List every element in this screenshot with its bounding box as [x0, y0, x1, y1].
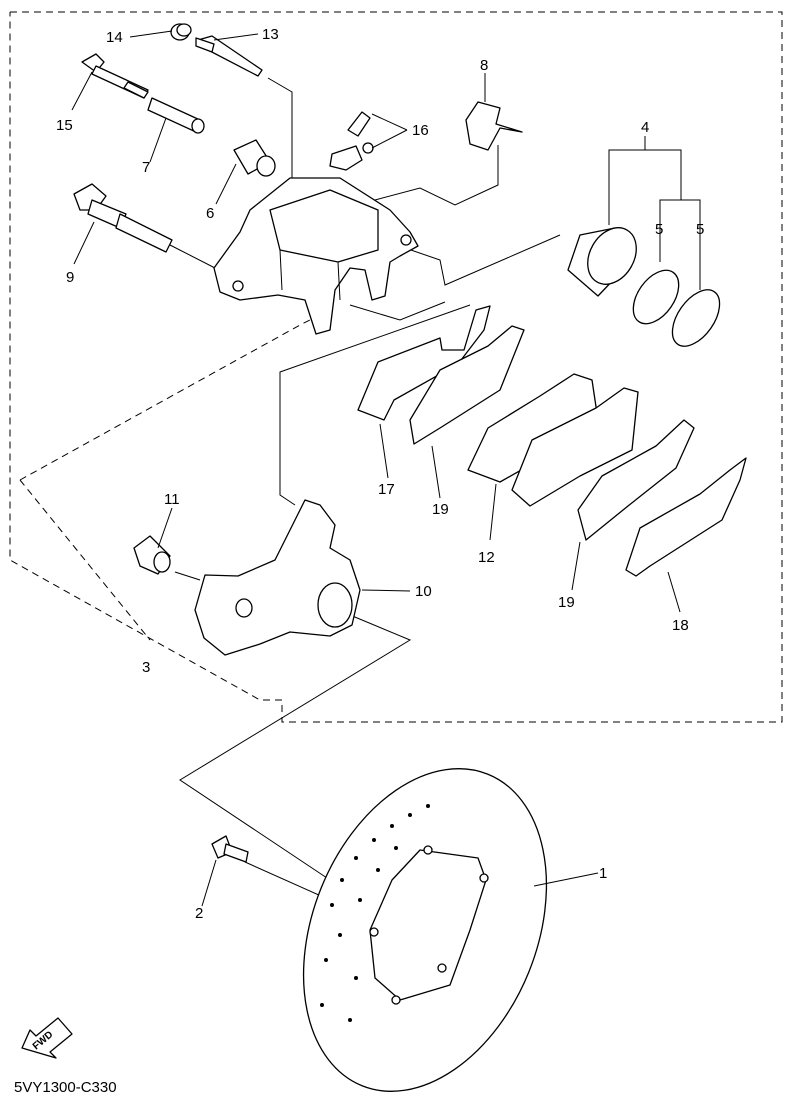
callout-7: 7 — [142, 159, 150, 176]
brake-disc-1 — [302, 768, 548, 1092]
callout-6: 6 — [206, 205, 214, 222]
piston-4 — [567, 227, 637, 297]
connect-line-2 — [244, 861, 331, 901]
callout-10: 10 — [415, 583, 432, 600]
callout-3: 3 — [142, 659, 150, 676]
callout-18: 18 — [672, 617, 689, 634]
connect-line-pad — [279, 304, 471, 506]
caliper-bracket-10 — [194, 499, 361, 656]
connect-line-10 — [179, 614, 412, 881]
callout-8: 8 — [480, 57, 488, 74]
drawing-code: 5VY1300-C330 — [14, 1079, 117, 1096]
pad-shim-18 — [625, 457, 747, 577]
callout-19b: 19 — [558, 594, 575, 611]
bolt-9 — [73, 183, 173, 253]
assembly-boundary — [9, 11, 783, 723]
callout-19a: 19 — [432, 501, 449, 518]
callout-2: 2 — [195, 905, 203, 922]
callout-15: 15 — [56, 117, 73, 134]
connect-line-4 — [404, 234, 561, 286]
pad-shim-17 — [357, 305, 491, 421]
callout-16: 16 — [412, 122, 429, 139]
bolt-15 — [81, 53, 149, 99]
caliper-pin-13 — [195, 35, 263, 77]
callout-17: 17 — [378, 481, 395, 498]
boot-6 — [233, 139, 276, 177]
connect-line-8 — [374, 145, 499, 206]
assembly-leader-3 — [19, 309, 331, 481]
pad-spring-8 — [465, 101, 523, 151]
piston-seal-5a — [632, 269, 680, 325]
piston-seal-5b — [671, 289, 721, 347]
boot-11 — [133, 535, 171, 575]
fwd-arrow-icon: FWD — [21, 1017, 73, 1059]
callout-14: 14 — [106, 29, 123, 46]
connect-line-9 — [169, 244, 216, 269]
caliper-body — [213, 177, 419, 335]
callout-13: 13 — [262, 26, 279, 43]
connect-line-caliper — [349, 301, 446, 321]
brake-pad-12b — [511, 387, 639, 507]
callout-5b: 5 — [696, 221, 704, 238]
callout-5a: 5 — [655, 221, 663, 238]
pad-insulator-19a — [409, 325, 525, 445]
callout-12: 12 — [478, 549, 495, 566]
callout-4: 4 — [641, 119, 649, 136]
bleeder-16 — [329, 111, 374, 171]
callout-9: 9 — [66, 269, 74, 286]
sleeve-7 — [147, 97, 205, 134]
callout-11: 11 — [164, 491, 180, 508]
pad-insulator-19b — [577, 419, 695, 541]
connect-line-11 — [174, 571, 201, 581]
bleed-cap — [170, 23, 192, 41]
leader-lines — [71, 30, 701, 907]
disc-bolt-2 — [211, 835, 249, 863]
assembly-leader-3b — [19, 479, 151, 641]
callout-1: 1 — [599, 865, 607, 882]
